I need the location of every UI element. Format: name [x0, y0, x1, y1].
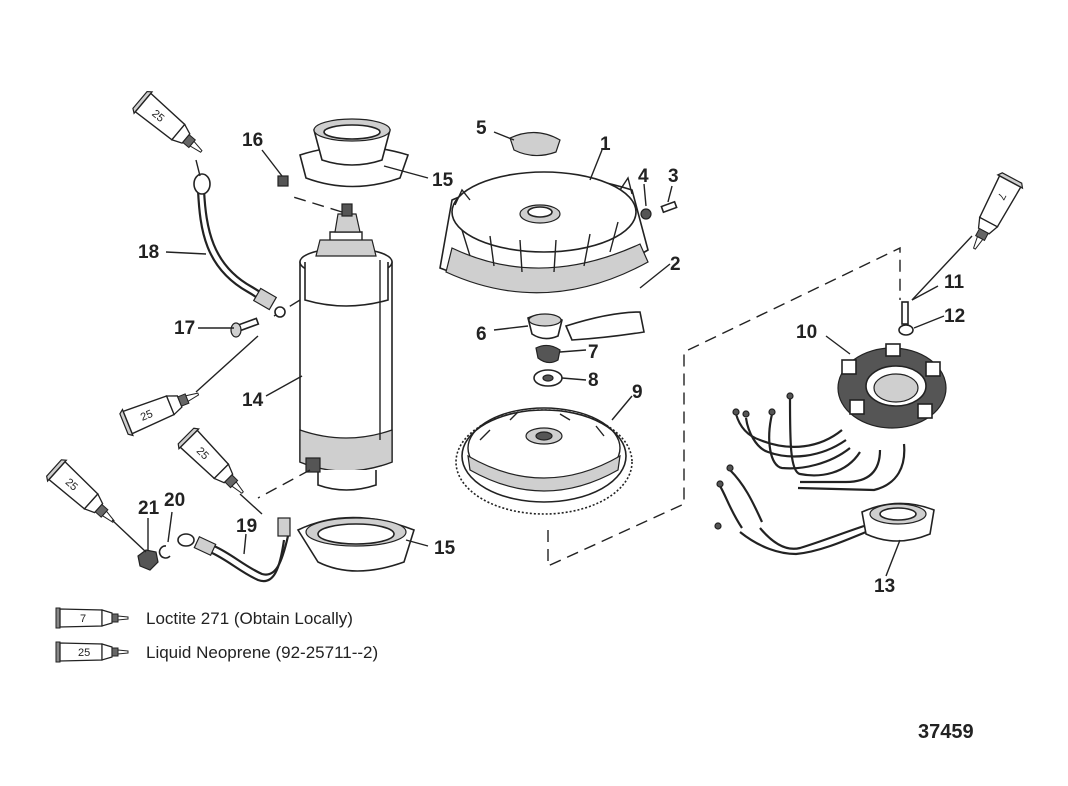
callout-15-top: 15: [432, 170, 454, 191]
callout-6: 6: [476, 324, 487, 345]
callout-5: 5: [476, 118, 487, 139]
trigger-assembly: [714, 464, 935, 556]
ground-cable: [177, 517, 291, 583]
callout-10: 10: [796, 322, 817, 343]
battery-cable: [193, 173, 286, 318]
tube-label: 25: [139, 408, 155, 424]
callout-7: 7: [588, 342, 599, 363]
hub-hardware: [527, 313, 563, 387]
tube-label: 7: [994, 191, 1007, 202]
legend-row-neoprene: 25 Liquid Neoprene (92-25711--2): [55, 641, 378, 663]
callout-9: 9: [632, 382, 643, 403]
callout-13: 13: [874, 576, 895, 597]
stator: [837, 343, 947, 429]
trim-band: [564, 311, 645, 341]
callout-12: 12: [944, 306, 965, 327]
clip-part: [277, 175, 289, 187]
leader-lines: [147, 131, 945, 577]
sealant-tube-25-mid: 25: [118, 380, 205, 438]
stator-bolt: [901, 301, 909, 325]
figure-number: 37459: [918, 721, 974, 743]
sealant-tube-25-upper: 25: [130, 88, 211, 163]
sealant-tube-7: 7: [961, 170, 1026, 256]
cap-part: [509, 131, 561, 157]
callout-4: 4: [638, 166, 649, 187]
stator-washer: [898, 324, 914, 336]
callout-19: 19: [236, 516, 257, 537]
starter-motor: [299, 203, 393, 491]
legend-text: Loctite 271 (Obtain Locally): [146, 609, 353, 628]
callout-2: 2: [670, 254, 681, 275]
callout-11: 11: [944, 272, 965, 293]
assembly-bracket-dash: [547, 246, 901, 568]
callout-1: 1: [600, 134, 611, 155]
callout-20: 20: [164, 490, 185, 511]
bolt-part: [230, 317, 260, 338]
nut-part: [137, 549, 159, 571]
sealant-tube-25-left: 25: [43, 456, 124, 533]
screw-part: [660, 200, 678, 214]
callout-3: 3: [668, 166, 679, 187]
callout-17: 17: [174, 318, 195, 339]
stator-wire-harness: [732, 392, 906, 492]
flywheel: [455, 407, 633, 515]
sealant-tube-25-lower: 25: [175, 425, 254, 504]
leader-dash: [289, 195, 343, 213]
washer-part: [640, 208, 652, 220]
callout-18: 18: [138, 242, 159, 263]
callout-21: 21: [138, 498, 160, 519]
flywheel-cover: [439, 171, 649, 294]
legend: 7 Loctite 271 (Obtain Locally) 25 Liquid…: [55, 607, 378, 663]
bottom-housing-ring: [296, 516, 415, 572]
callout-16: 16: [242, 130, 263, 151]
top-housing-ring: [299, 118, 410, 188]
legend-symbol: 25: [78, 647, 90, 659]
legend-text: Liquid Neoprene (92-25711--2): [146, 643, 378, 662]
callout-8: 8: [588, 370, 599, 391]
callout-14: 14: [242, 390, 264, 411]
legend-symbol: 7: [80, 613, 86, 625]
callout-15-bottom: 15: [434, 538, 456, 559]
lock-washer: [158, 545, 171, 559]
legend-row-loctite: 7 Loctite 271 (Obtain Locally): [55, 607, 353, 629]
